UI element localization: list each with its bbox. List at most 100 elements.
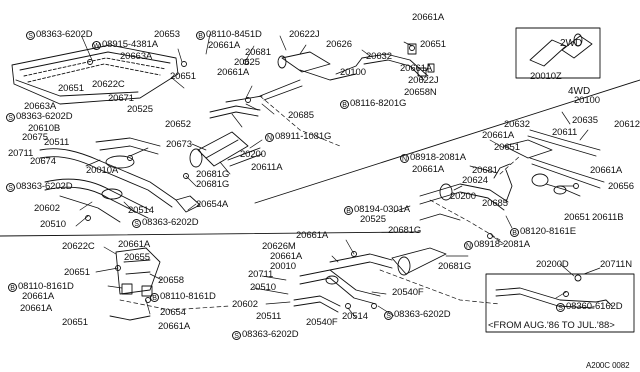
part-number: 20622J bbox=[289, 29, 320, 40]
callout-p-20651-c: 20651 bbox=[58, 84, 84, 94]
part-number: 20711N bbox=[600, 259, 632, 270]
part-number: 20681G bbox=[196, 179, 230, 190]
callout-p-20654: 20654 bbox=[160, 308, 186, 318]
callout-p-20685-b: 20685 bbox=[482, 199, 508, 209]
tail-pipe-2wd bbox=[361, 43, 435, 81]
part-number: 20624 bbox=[462, 175, 488, 186]
part-number: 08363-6202D bbox=[142, 217, 199, 228]
fastener-type-icon: B bbox=[340, 100, 349, 109]
part-number: 20200D bbox=[536, 259, 569, 270]
fastener-type-icon: B bbox=[196, 31, 205, 40]
callout-p-20651-d: 20651 bbox=[494, 143, 520, 153]
callout-p-20525-a: 20525 bbox=[127, 105, 153, 115]
part-number: 20671 bbox=[108, 93, 134, 104]
part-number: 08918-2081A bbox=[410, 152, 466, 163]
section-divider-lower bbox=[0, 231, 421, 237]
heat-shield bbox=[11, 44, 179, 105]
catalytic-converter-2wd bbox=[189, 105, 263, 168]
callout-p-20711-b: 20711 bbox=[248, 270, 273, 280]
fastener-type-icon: S bbox=[132, 219, 141, 228]
callout-p-20651-b: 20651 bbox=[170, 72, 196, 82]
part-number: 20540F bbox=[306, 317, 338, 328]
callout-p-20525-b: 20525 bbox=[360, 215, 386, 225]
part-number: 20675 bbox=[22, 132, 48, 143]
part-number: 20651 bbox=[64, 267, 90, 278]
fastener-type-icon: S bbox=[232, 331, 241, 340]
callout-p-20681g-b: 20681G bbox=[196, 180, 229, 190]
callout-p-20711n: 20711N bbox=[600, 260, 632, 270]
part-number: 20525 bbox=[127, 104, 153, 115]
part-number: 20681 bbox=[245, 47, 271, 58]
fasteners bbox=[85, 45, 579, 309]
callout-p-20622c-a: 20622C bbox=[92, 80, 125, 90]
callout-p-20656: 20656 bbox=[608, 182, 634, 192]
part-number: 20622C bbox=[92, 79, 125, 90]
inset-part-label: 20010Z bbox=[530, 71, 562, 82]
callout-p-20653: 20653 bbox=[154, 30, 180, 40]
fastener-type-icon: W bbox=[92, 41, 101, 50]
part-number: 20681G bbox=[438, 261, 472, 272]
callout-p-20514-b: 20514 bbox=[342, 312, 368, 322]
part-number: 20661A bbox=[158, 321, 191, 332]
callout-p-20661a-f: 20661A bbox=[412, 165, 444, 175]
section-divider-upper bbox=[254, 79, 640, 204]
callout-p-20674: 20674 bbox=[30, 157, 56, 167]
part-number: 20653 bbox=[154, 29, 180, 40]
part-number: 20622J bbox=[408, 75, 439, 86]
callout-p-20675: 20675 bbox=[22, 133, 48, 143]
callout-p-20661a-h: 20661A bbox=[296, 231, 328, 241]
callout-p-20622c-b: 20622C bbox=[62, 242, 95, 252]
part-number: 20626M bbox=[262, 241, 296, 252]
part-number: 20610B bbox=[28, 123, 61, 134]
part-number: 20711 bbox=[248, 269, 274, 280]
fastener-type-icon: N bbox=[265, 133, 274, 142]
part-number: 20685 bbox=[482, 198, 508, 209]
part-number: 20510 bbox=[40, 219, 66, 230]
part-number: 08194-0301A bbox=[354, 204, 410, 215]
fastener-type-icon: N bbox=[464, 241, 473, 250]
drive-label-4wd: 4WD bbox=[568, 86, 591, 97]
part-number: 20100 bbox=[340, 67, 366, 78]
callout-p-20200-b: 20200 bbox=[450, 192, 476, 202]
part-number: 20540F bbox=[392, 287, 424, 298]
part-number: 20661A bbox=[22, 291, 55, 302]
part-number: 08363-6202D bbox=[16, 111, 73, 122]
callout-p-20626: 20626 bbox=[326, 40, 352, 50]
callout-p-20661a-j: 20661A bbox=[118, 240, 150, 250]
callout-p-20652: 20652 bbox=[165, 120, 191, 130]
callout-p-20612: 20612 bbox=[614, 120, 640, 130]
callout-p-20685-a: 20685 bbox=[288, 111, 314, 121]
callout-p-20681-b: 20681 bbox=[472, 166, 498, 176]
part-number: 20658 bbox=[158, 275, 184, 286]
callout-p-20622j: 20622J bbox=[289, 30, 320, 40]
muffler-4wd bbox=[503, 129, 605, 197]
part-number: 20651 bbox=[170, 71, 196, 82]
fastener-type-icon: B bbox=[510, 228, 519, 237]
fastener-type-icon: B bbox=[150, 293, 159, 302]
callout-p-20661a-d: 20661A bbox=[217, 68, 249, 78]
callout-p-20661a-g: 20661A bbox=[590, 166, 622, 176]
callout-p-20626m: 20626M bbox=[262, 242, 296, 252]
callout-p-20651-f: 20651 bbox=[64, 268, 90, 278]
callout-p-20511-b: 20511 bbox=[256, 312, 281, 322]
part-number: 20656 bbox=[608, 181, 634, 192]
part-number: 08363-6202D bbox=[394, 309, 451, 320]
callout-p-20632-a: 20632 bbox=[366, 52, 392, 62]
part-number: 20681G bbox=[388, 225, 422, 236]
part-number: 20626 bbox=[326, 39, 352, 50]
callout-p-20540f-b: 20540F bbox=[306, 318, 338, 328]
callout-p-20511-a: 20511 bbox=[44, 138, 69, 148]
part-number: 08911-1081G bbox=[275, 131, 332, 142]
callout-p-20658n: 20658N bbox=[404, 88, 437, 98]
part-number: 08915-4381A bbox=[102, 39, 158, 50]
callout-p-20200d: 20200D bbox=[536, 260, 569, 270]
